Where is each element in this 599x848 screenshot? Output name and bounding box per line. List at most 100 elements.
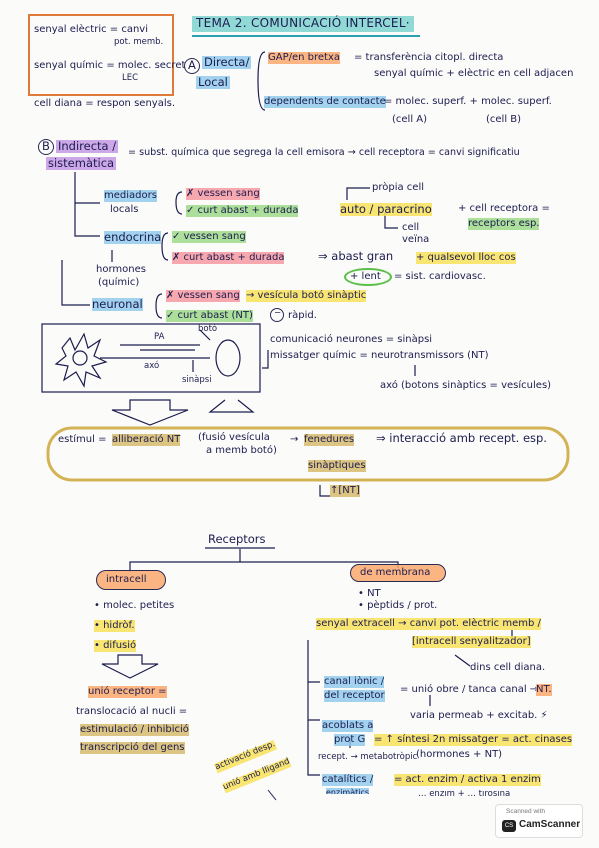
- receptors-title: Receptors: [208, 532, 266, 546]
- endocrine-blood: ✓ vessen sang: [172, 231, 246, 243]
- indirecta-definition: = subst. química que segrega la cell emi…: [128, 147, 520, 158]
- membrane-nt: • NT: [358, 588, 381, 599]
- intracell-small-molecules: • molec. petites: [94, 600, 175, 611]
- intracell-circle: [96, 570, 166, 590]
- neuronal-label: neuronal: [92, 297, 143, 312]
- camscanner-logo-icon: CS: [502, 820, 516, 832]
- membrane-circle: [350, 564, 446, 582]
- intracell-hydrophobic: • hidròf.: [94, 620, 135, 632]
- gap-label: GAP/en bretxa: [268, 52, 341, 64]
- letter-b: B: [42, 139, 50, 153]
- pa-label: PA: [154, 332, 165, 342]
- fusion-label-2: a memb botó): [206, 445, 277, 456]
- cardiovascular-label: = sist. cardiovasc.: [394, 271, 486, 282]
- open-close-channel: = unió obre / tanca canal →: [400, 684, 539, 695]
- stimulus-label: estímul =: [58, 434, 107, 445]
- synaptic-cleft-label: fenedures: [304, 434, 355, 446]
- neuron-communication: comunicació neurones = sinàpsi: [270, 334, 433, 345]
- gap-definition: = transferència citopl. directa: [354, 52, 504, 63]
- neuronal-no-blood: ✗ vessen sang: [166, 290, 240, 302]
- auto-paracrine-label: auto / paracrino: [340, 202, 432, 217]
- nt-badge: NT.: [536, 684, 552, 696]
- hormones-nt-label: (hormones + NT): [416, 749, 503, 760]
- own-cell-label: pròpia cell: [372, 182, 424, 193]
- intracell-signaller: [intracell senyalitzador]: [412, 636, 531, 648]
- receptor-cell-label: + cell receptora =: [458, 203, 550, 214]
- mediadors-label: mediadors: [104, 190, 157, 202]
- catalytic-label: catalítics /: [322, 774, 374, 786]
- truncated-enzyme-line: … enzim + … tirosina: [418, 790, 511, 796]
- mediadors-no-blood: ✗ vessen sang: [186, 188, 260, 200]
- ion-channel-label-2: del receptor: [324, 690, 385, 702]
- inside-target-cell: dins cell diana.: [470, 662, 546, 673]
- stimulation-inhibition: estimulació / inhibició: [80, 724, 189, 736]
- slow-circle: [344, 268, 392, 286]
- axo-label: axó: [144, 361, 160, 371]
- legend-chemical: senyal químic = molec. secret: [34, 60, 186, 71]
- legend-target-cell: cell diana = respon senyals.: [34, 98, 175, 109]
- page-title: TEMA 2. COMUNICACIÓ INTERCEL·: [192, 16, 414, 32]
- chemical-messenger: missatger químic = neurotransmissors (NT…: [270, 350, 489, 361]
- slow-label: + lent: [350, 271, 381, 282]
- legend-electric-sub: pot. memb.: [114, 37, 164, 47]
- ion-channel-label: canal iònic /: [324, 676, 385, 688]
- second-messenger: = ↑ síntesi 2n missatger = act. cinases: [374, 734, 573, 746]
- scanner-badge: Scanned with CS CamScanner: [495, 804, 583, 838]
- receptor-interaction: ⇒ interacció amb recept. esp.: [376, 431, 547, 445]
- legend-box: [28, 14, 174, 96]
- membrane-label: de membrana: [360, 567, 431, 578]
- fusion-arrow: →: [290, 434, 299, 445]
- hormones-chemical-label: (químic): [98, 277, 140, 288]
- nucleus-translocation: translocació al nucli =: [76, 706, 188, 717]
- gap-definition-2: senyal químic + elèctric en cell adjacen: [374, 68, 574, 79]
- sistematica-label: sistemàtica: [46, 156, 117, 171]
- mediadors-short-range: ✓ curt abast + durada: [186, 205, 299, 217]
- endocrine-label: endocrina: [104, 230, 162, 245]
- legend-chemical-sub: LEC: [122, 73, 139, 83]
- cell-a-label: (cell A): [392, 114, 428, 125]
- endocrine-long-range: ✗ curt abast + durada: [172, 252, 285, 264]
- neighbour-cell-label-2: veïna: [402, 234, 430, 245]
- receptor-binding: unió receptor =: [88, 686, 167, 698]
- g-protein-label-2: prot G: [334, 734, 366, 746]
- sinapsi-label: sinàpsi: [182, 375, 212, 385]
- badge-app-name: CamScanner: [519, 819, 581, 830]
- neighbour-cell-label: cell: [402, 222, 420, 233]
- fast-label: ràpid.: [288, 310, 317, 321]
- contact-label: dependents de contacte: [264, 96, 386, 108]
- letter-b-circle: [38, 139, 54, 155]
- g-protein-label: acoblats a: [322, 720, 374, 732]
- boto-label: botó: [198, 324, 218, 334]
- fast-circle: [270, 308, 284, 322]
- nt-increase-label: ↑[NT]: [330, 485, 360, 497]
- catalytic-label-2: enzimàtics: [326, 788, 370, 794]
- nt-release-label: alliberació NT: [112, 434, 181, 446]
- enzyme-activation: = act. enzim / activa 1 enzim: [394, 774, 541, 786]
- directa-label: Directa/: [202, 55, 252, 70]
- legend-electric: senyal elèctric = canvi: [34, 24, 148, 35]
- any-place-label: + qualsevol lloc cos: [416, 252, 516, 264]
- cell-b-label: (cell B): [486, 114, 522, 125]
- gene-transcription: transcripció del gens: [80, 742, 185, 754]
- permeability-label: varia permeab + excitab. ⚡: [410, 710, 548, 721]
- vesicle-label: → vesícula botó sinàptic: [246, 290, 367, 302]
- letter-a: A: [188, 58, 196, 72]
- intracell-diffusion: • difusió: [94, 640, 137, 652]
- axon-definition: axó (botons sinàptics = vesícules): [380, 380, 552, 391]
- fast-minus: −: [274, 308, 282, 318]
- contact-definition: = molec. superf. + molec. superf.: [384, 96, 552, 107]
- local-label: Local: [196, 75, 230, 90]
- metabotropic-label: recept. → metabotròpic: [318, 752, 418, 762]
- intracell-label: intracell: [106, 574, 147, 585]
- hormones-label: hormones: [96, 264, 146, 275]
- specific-receptors-label: receptors esp.: [468, 218, 540, 230]
- synaptic-label: sinàptiques: [308, 460, 366, 472]
- neuronal-short-range: ✓ curt abast (NT): [166, 310, 253, 322]
- membrane-peptides: • pèptids / prot.: [358, 600, 438, 611]
- indirecta-label: Indirecta /: [56, 139, 119, 154]
- fusion-label: (fusió vesícula: [198, 432, 270, 443]
- letter-a-circle: [184, 58, 200, 74]
- badge-scanned-with: Scanned with: [506, 808, 546, 815]
- locals-label: locals: [110, 204, 139, 215]
- wide-range-label: ⇒ abast gran: [318, 249, 394, 263]
